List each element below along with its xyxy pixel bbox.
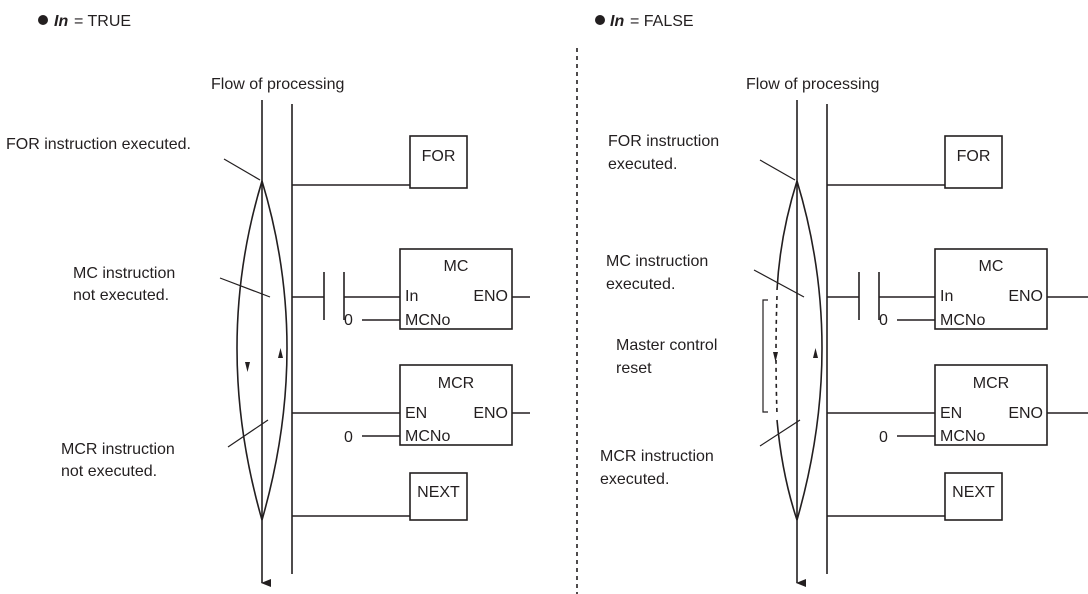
mc-eno-pin: ENO bbox=[1008, 288, 1043, 305]
next-block bbox=[944, 472, 1003, 521]
mcr-label-line2: executed. bbox=[600, 471, 669, 488]
panel-true: In = TRUE Flow of processing FOR instruc… bbox=[6, 13, 530, 587]
flow-lens-left bbox=[236, 180, 263, 521]
next-block-label: NEXT bbox=[417, 484, 460, 501]
mc-block-label: MC bbox=[444, 258, 469, 275]
reset-label-line1: Master control bbox=[616, 337, 717, 354]
for-label: FOR instruction executed. bbox=[6, 136, 191, 153]
header-value: = FALSE bbox=[630, 13, 694, 30]
mcr-leader bbox=[227, 419, 269, 448]
for-block bbox=[944, 135, 1003, 189]
mc-block bbox=[399, 248, 513, 330]
mc-label-line2: executed. bbox=[606, 276, 675, 293]
for-leader bbox=[223, 158, 261, 181]
mc-mcno-pin: MCNo bbox=[405, 312, 450, 329]
flow-label: Flow of processing bbox=[211, 76, 344, 93]
mcr-block bbox=[399, 364, 513, 446]
arrow-down-icon bbox=[773, 352, 778, 362]
mcr-block bbox=[934, 364, 1048, 446]
for-label-line1: FOR instruction bbox=[608, 133, 719, 150]
mc-label-line2: not executed. bbox=[73, 287, 169, 304]
mc-label-line1: MC instruction bbox=[606, 253, 708, 270]
mcr-label-line1: MCR instruction bbox=[61, 441, 175, 458]
mcr-en-pin: EN bbox=[940, 405, 962, 422]
bullet-icon bbox=[38, 15, 48, 25]
mcr-leader bbox=[759, 419, 801, 447]
mcr-eno-pin: ENO bbox=[473, 405, 508, 422]
header-var: In bbox=[54, 13, 68, 30]
flow-lens-left-bottom bbox=[776, 419, 798, 521]
header-value: = TRUE bbox=[74, 13, 131, 30]
mcr-mcno-pin: MCNo bbox=[405, 428, 450, 445]
mc-in-pin: In bbox=[405, 288, 418, 305]
mcr-en-pin: EN bbox=[405, 405, 427, 422]
mc-leader bbox=[753, 269, 805, 298]
flow-lens-right bbox=[261, 180, 288, 521]
mc-block bbox=[934, 248, 1048, 330]
mcr-eno-pin: ENO bbox=[1008, 405, 1043, 422]
mcr-mcno-pin: MCNo bbox=[940, 428, 985, 445]
panel-false: In = FALSE Flow of processing Master con… bbox=[595, 13, 1088, 587]
for-block bbox=[409, 135, 468, 189]
mc-in-pin: In bbox=[940, 288, 953, 305]
mc-mcno-value: 0 bbox=[879, 312, 888, 329]
reset-label-line2: reset bbox=[616, 360, 652, 377]
arrow-up-icon bbox=[813, 348, 818, 358]
for-label-line2: executed. bbox=[608, 156, 677, 173]
mcr-block-label: MCR bbox=[973, 375, 1009, 392]
flow-label: Flow of processing bbox=[746, 76, 879, 93]
mc-eno-pin: ENO bbox=[473, 288, 508, 305]
mc-mcno-value: 0 bbox=[344, 312, 353, 329]
reset-bracket bbox=[762, 299, 768, 413]
for-leader bbox=[759, 159, 796, 181]
arrow-up-icon bbox=[278, 348, 283, 358]
header-var: In bbox=[610, 13, 624, 30]
arrow-down-icon bbox=[245, 362, 250, 372]
mc-block-label: MC bbox=[979, 258, 1004, 275]
flow-lens-left-top bbox=[776, 180, 798, 291]
for-block-label: FOR bbox=[422, 148, 456, 165]
mcr-label-line2: not executed. bbox=[61, 463, 157, 480]
mc-label-line1: MC instruction bbox=[73, 265, 175, 282]
for-block-label: FOR bbox=[957, 148, 991, 165]
mc-leader bbox=[219, 277, 271, 298]
flow-lens-right bbox=[796, 180, 823, 521]
mcr-mcno-value: 0 bbox=[879, 429, 888, 446]
bullet-icon bbox=[595, 15, 605, 25]
mcr-block-label: MCR bbox=[438, 375, 474, 392]
next-block-label: NEXT bbox=[952, 484, 995, 501]
next-block bbox=[409, 472, 468, 521]
mcr-label-line1: MCR instruction bbox=[600, 448, 714, 465]
mcr-mcno-value: 0 bbox=[344, 429, 353, 446]
mc-mcno-pin: MCNo bbox=[940, 312, 985, 329]
